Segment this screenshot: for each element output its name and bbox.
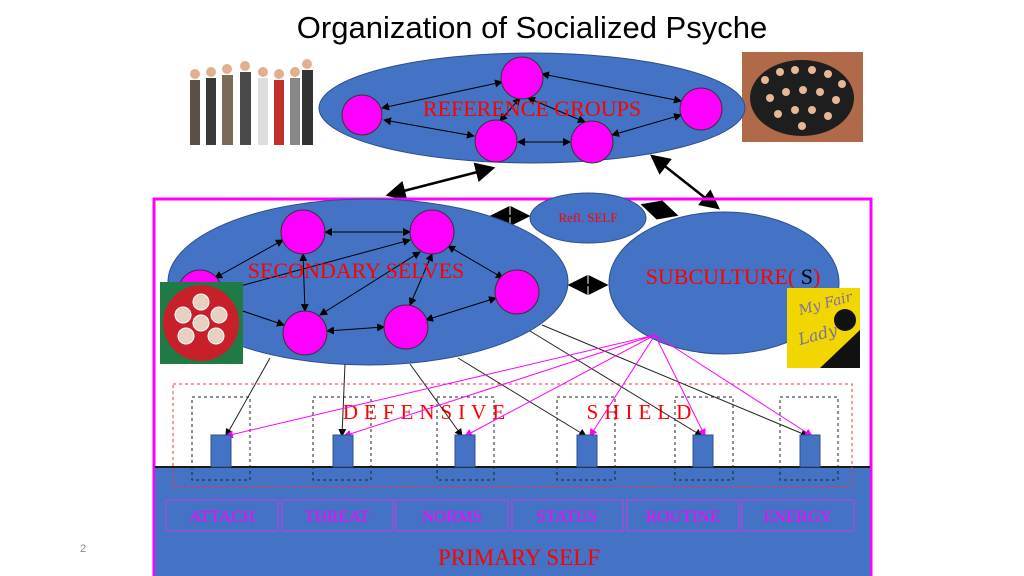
need-pillars: [210, 434, 821, 468]
reference-groups-label: REFERENCE GROUPS: [423, 96, 641, 121]
need-label-energy: ENERGY: [764, 507, 833, 526]
need-label-norms: NORMS: [422, 507, 482, 526]
need-label-routine: ROUTINE: [646, 507, 721, 526]
need-label-attach: ATTACH: [189, 507, 255, 526]
socialized-psyche-frame: [152, 197, 873, 576]
group-photo-right: [742, 52, 863, 142]
shield-label: SHIELD: [587, 400, 698, 424]
crowd-photo-left: [180, 55, 318, 150]
reflected-self-node: Refl. SELF: [529, 192, 647, 244]
shield-compartments: [191, 396, 839, 481]
secondary-selves-label: SECONDARY SELVES: [248, 258, 465, 283]
subculture-to-need-arrows: [225, 334, 813, 439]
need-label-threat: THREAT: [304, 507, 370, 526]
slide-number: 2: [80, 543, 86, 555]
need-boxes: [165, 499, 855, 532]
subculture-label: SUBCULTURE( S): [646, 264, 821, 289]
reference-groups-node: REFERENCE GROUPS: [318, 52, 746, 164]
subculture-node: SUBCULTURE( S): [608, 211, 840, 355]
family-wreath-image: [160, 282, 243, 364]
primary-self-label: PRIMARY SELF: [438, 545, 600, 570]
secondary-selves-node: SECONDARY SELVES: [167, 198, 569, 366]
reflected-self-label: Refl. SELF: [558, 210, 617, 225]
slide-title: Organization of Socialized Psyche: [297, 10, 767, 45]
my-fair-lady-poster: My Fair Lady: [787, 288, 860, 368]
defensive-shield-zone: [172, 383, 853, 488]
secondary-to-need-arrows: [225, 324, 809, 437]
need-label-status: STATUS: [537, 507, 598, 526]
reference-group-circles: [341, 56, 723, 164]
defensive-label: DEFENSIVE: [343, 400, 511, 424]
